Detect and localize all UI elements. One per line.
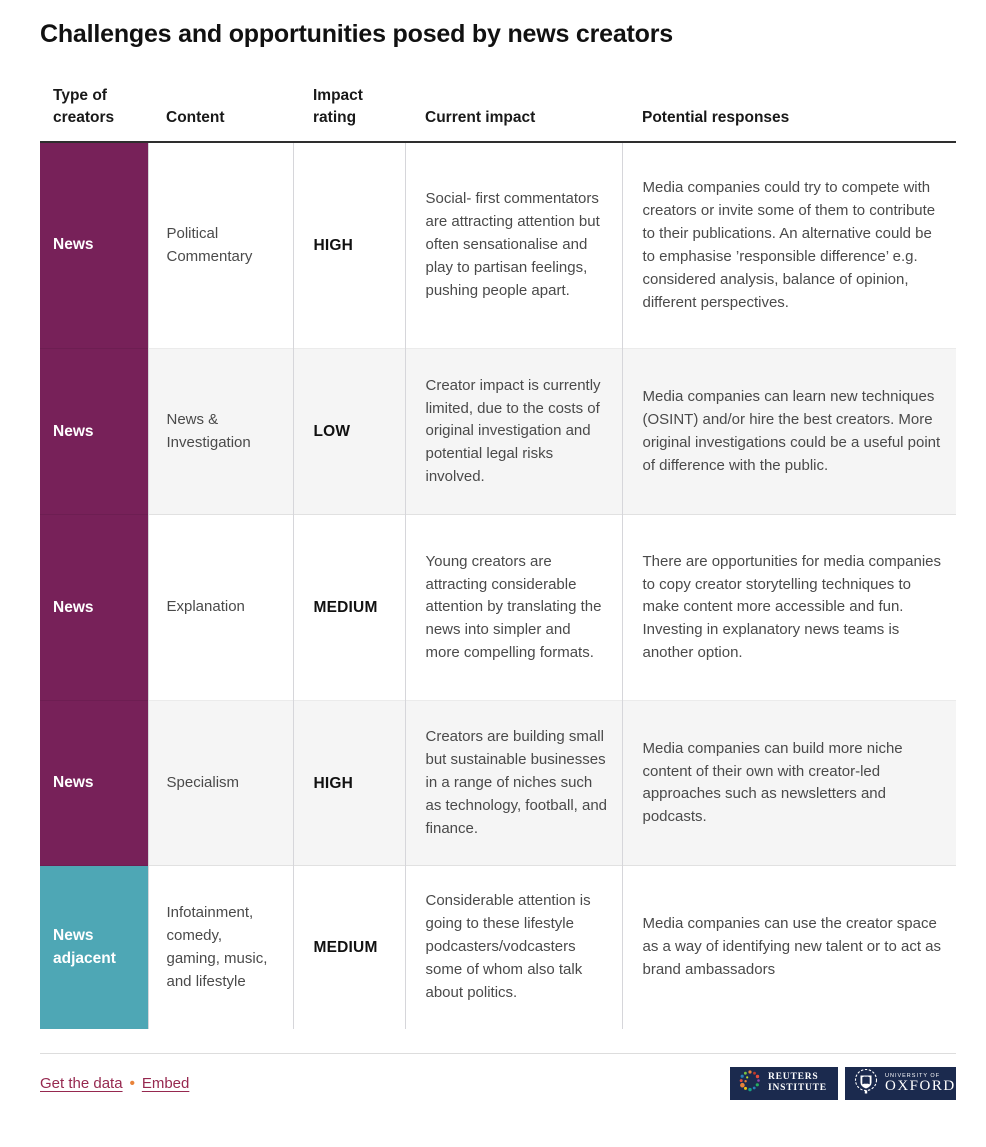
impact-rating-cell: LOW: [292, 348, 405, 515]
type-cell: News: [40, 348, 148, 515]
potential-responses-cell: Media companies could try to compete wit…: [621, 141, 956, 349]
oxford-crest-icon: [854, 1068, 878, 1099]
reuters-institute-logo[interactable]: REUTERS INSTITUTE: [730, 1066, 838, 1100]
logo-group: REUTERS INSTITUTE UNIVERSITY OF O: [730, 1066, 956, 1100]
footer-links: Get the data • Embed: [40, 1075, 189, 1092]
content-cell: News & Investigation: [147, 348, 293, 515]
reuters-institute-dots-icon: [739, 1069, 761, 1098]
embed-link[interactable]: Embed: [141, 1074, 190, 1092]
content-cell: Political Commentary: [147, 141, 293, 349]
table-row: News News & Investigation LOW Creator im…: [40, 348, 956, 515]
column-header-current-impact: Current impact: [425, 109, 536, 127]
table-row: News Explanation MEDIUM Young creators a…: [40, 514, 956, 701]
footer: Get the data • Embed: [40, 1066, 956, 1100]
type-cell: News: [40, 514, 148, 701]
impact-rating-cell: HIGH: [292, 700, 405, 866]
table-header: Type of creators Content Impact rating C…: [40, 85, 956, 142]
type-cell: News adjacent: [40, 865, 148, 1029]
current-impact-cell: Young creators are attracting considerab…: [404, 514, 622, 701]
current-impact-cell: Social- first commentators are attractin…: [404, 141, 622, 349]
potential-responses-cell: Media companies can build more niche con…: [621, 700, 956, 866]
current-impact-cell: Creator impact is currently limited, due…: [404, 348, 622, 515]
chart-container: Challenges and opportunities posed by ne…: [40, 20, 956, 1100]
content-cell: Explanation: [147, 514, 293, 701]
impact-rating-cell: MEDIUM: [292, 865, 405, 1029]
page-title: Challenges and opportunities posed by ne…: [40, 20, 673, 48]
table-row: News Specialism HIGH Creators are buildi…: [40, 700, 956, 866]
impact-rating-cell: HIGH: [292, 141, 405, 349]
current-impact-cell: Creators are building small but sustaina…: [404, 700, 622, 866]
column-header-type-of-creators: Type of creators: [53, 87, 115, 127]
potential-responses-cell: There are opportunities for media compan…: [621, 514, 956, 701]
creators-table: Type of creators Content Impact rating C…: [40, 85, 956, 1029]
type-cell: News: [40, 141, 148, 349]
footer-divider: [40, 1052, 956, 1054]
reuters-institute-logo-text: REUTERS INSTITUTE: [768, 1072, 827, 1094]
oxford-logo-text: UNIVERSITY OF OXFORD: [885, 1072, 956, 1094]
university-of-oxford-logo[interactable]: UNIVERSITY OF OXFORD: [845, 1066, 956, 1100]
column-header-impact-rating: Impact rating: [313, 87, 363, 127]
get-the-data-link[interactable]: Get the data: [40, 1074, 123, 1092]
table-row: News Political Commentary HIGH Social- f…: [40, 141, 956, 349]
potential-responses-cell: Media companies can learn new techniques…: [621, 348, 956, 515]
type-cell: News: [40, 700, 148, 866]
content-cell: Infotainment, comedy, gaming, music, and…: [147, 865, 293, 1029]
content-cell: Specialism: [147, 700, 293, 866]
column-header-content: Content: [166, 109, 225, 127]
link-separator-dot: •: [129, 1074, 135, 1092]
column-header-potential-responses: Potential responses: [642, 109, 790, 127]
impact-rating-cell: MEDIUM: [292, 514, 405, 701]
potential-responses-cell: Media companies can use the creator spac…: [621, 865, 956, 1029]
table-row: News adjacent Infotainment, comedy, gami…: [40, 865, 956, 1029]
current-impact-cell: Considerable attention is going to these…: [404, 865, 622, 1029]
